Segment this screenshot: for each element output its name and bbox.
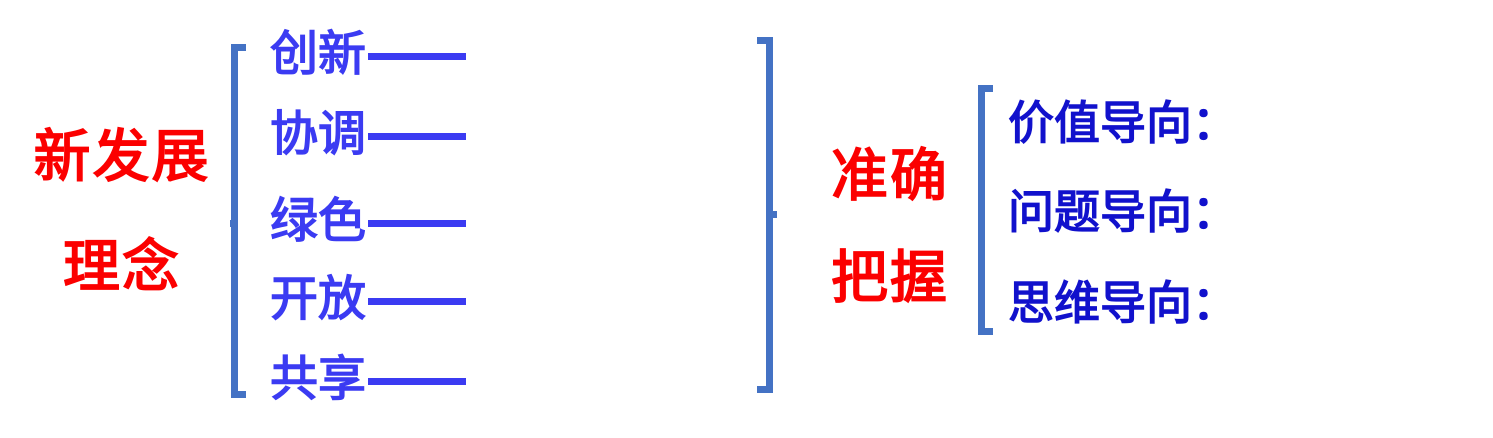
brace-middle-nub [766,211,777,218]
root-label-line1: 新发展 [33,125,211,189]
brace-middle-nub [230,220,238,227]
concept-label: 创新 [270,28,367,81]
dash-line [368,53,467,60]
orientation-item-thinking: 思维导向： [1008,277,1238,329]
concept-label: 绿色 [270,195,367,248]
grasp-label-accurately-grasp: 准确 把握 [818,147,962,307]
dash-line [368,133,467,140]
concept-label: 协调 [270,108,367,161]
concept-item-openness: 开放 [270,273,467,326]
orientation-item-value: 价值导向： [1008,97,1238,149]
concept-item-sharing: 共享 [270,353,467,406]
concept-item-coordination: 协调 [270,108,467,161]
left-opening-brace [230,44,246,398]
grasp-label-line2: 把握 [831,246,949,310]
root-label-line2: 理念 [63,235,181,299]
concept-label: 共享 [270,353,367,406]
dash-line [368,378,467,385]
grasp-label-line1: 准确 [831,144,949,208]
dash-line [368,220,467,227]
right-opening-brace [978,85,993,335]
dash-line [368,298,467,305]
brace-middle-nub [978,207,985,214]
concept-item-innovation: 创新 [270,28,467,81]
concept-label: 开放 [270,273,367,326]
orientation-item-problem: 问题导向： [1008,186,1238,238]
concept-item-green: 绿色 [270,195,467,248]
root-label-new-development-concept: 新发展 理念 [22,128,222,296]
closing-brace [757,37,777,393]
